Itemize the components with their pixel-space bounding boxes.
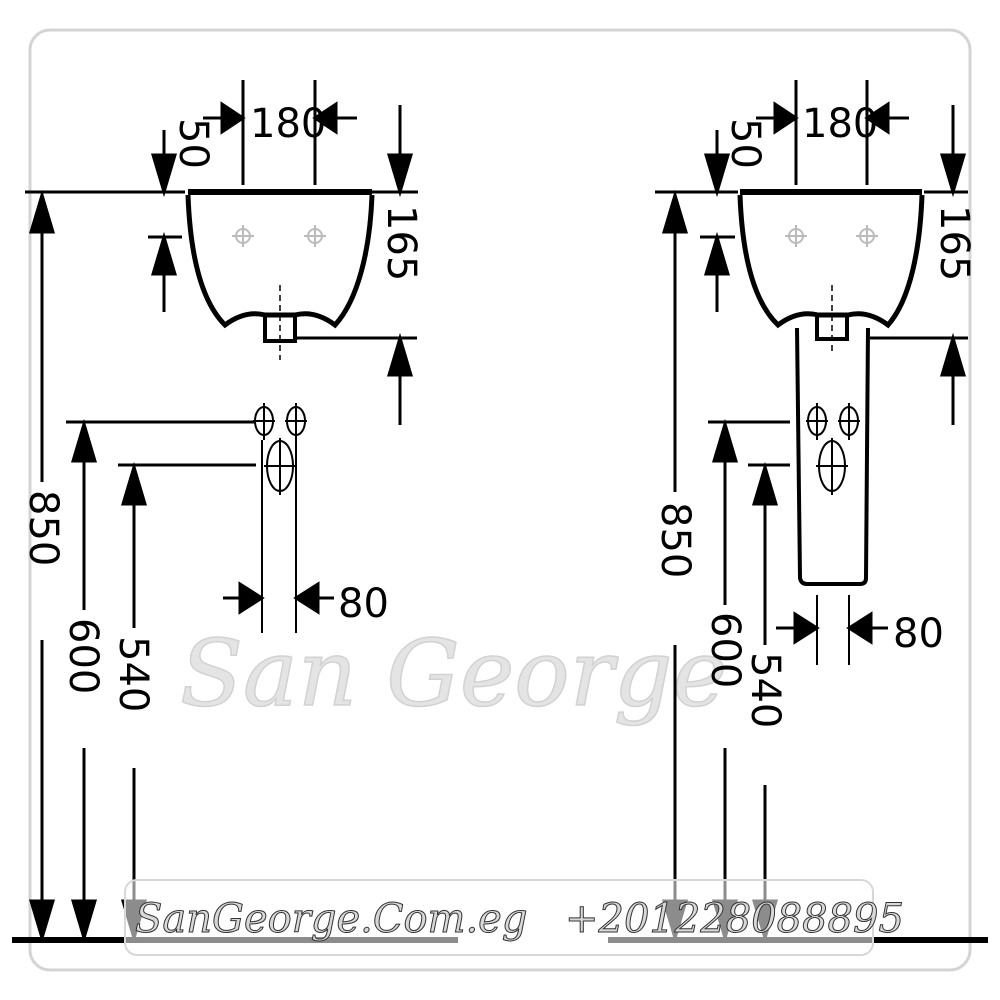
left-waste-width-label: 80 — [338, 581, 389, 627]
left-supply-height-label: 600 — [60, 618, 106, 694]
left-tap-spacing-label: 180 — [250, 101, 326, 147]
left-dim-165 — [297, 105, 417, 425]
watermark-box — [124, 879, 874, 956]
right-dim-50 — [700, 130, 735, 312]
left-supply-symbol-icon — [253, 403, 307, 495]
right-view: 180 50 165 80 — [608, 80, 988, 944]
right-tap-hole-icon — [785, 225, 878, 247]
right-dim-80 — [776, 611, 888, 645]
left-waste-height-label: 540 — [110, 636, 156, 712]
right-basin-depth-label: 165 — [931, 205, 977, 281]
left-dim-80 — [223, 581, 334, 615]
left-rim-height-label: 850 — [20, 490, 66, 566]
right-supply-height-label: 600 — [702, 612, 748, 688]
watermark-brand: San George — [180, 620, 727, 727]
left-basin-depth-label: 165 — [378, 205, 424, 281]
left-dim-600 — [66, 418, 256, 944]
left-tap-hole-icon — [232, 225, 326, 247]
outer-frame — [28, 28, 972, 972]
left-dim-180 — [203, 80, 357, 185]
right-waste-width-label: 80 — [893, 611, 944, 657]
left-dim-50 — [148, 130, 182, 312]
right-dim-165 — [870, 105, 968, 425]
right-waste-height-label: 540 — [742, 652, 788, 728]
right-tap-spacing-label: 180 — [802, 101, 878, 147]
left-dim-850 — [28, 189, 56, 944]
right-top-gap-label: 50 — [722, 118, 768, 169]
left-view: 180 50 165 — [12, 80, 458, 944]
left-basin-outline — [185, 189, 375, 360]
watermark-phone: +201228088895 — [565, 896, 904, 942]
right-basin-outline — [737, 189, 925, 355]
right-dim-180 — [756, 80, 909, 185]
right-supply-symbol-icon — [806, 403, 860, 495]
watermark-website: SanGeorge.Com.eg — [135, 896, 527, 942]
left-top-gap-label: 50 — [170, 118, 216, 169]
right-pedestal — [795, 327, 870, 586]
right-rim-height-label: 850 — [652, 502, 698, 578]
